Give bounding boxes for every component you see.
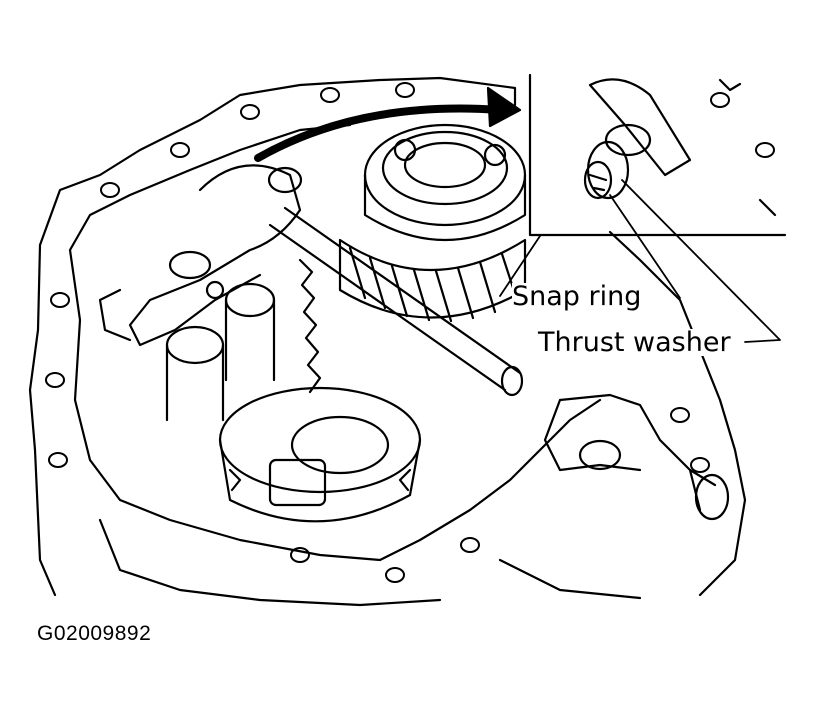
helical-gear	[338, 238, 527, 323]
case-lower-wall	[98, 518, 642, 607]
removal-arrow	[254, 86, 522, 162]
inset-detail	[528, 73, 787, 237]
bearing	[363, 123, 527, 242]
case-flange-inner	[68, 123, 602, 562]
bolt-holes	[45, 82, 775, 583]
case-bosses	[165, 250, 276, 422]
shift-rod	[268, 206, 524, 397]
differential	[218, 386, 422, 523]
snap-ring-label: Snap ring	[512, 281, 642, 312]
figure-id: G02009892	[37, 622, 152, 645]
thrust-washer-label: Thrust washer	[538, 327, 731, 358]
shift-fork	[98, 164, 303, 347]
case-flange-outer	[28, 76, 747, 597]
select-lever	[543, 393, 730, 521]
leader-lines	[499, 179, 781, 343]
spur-gear-teeth	[298, 258, 322, 394]
